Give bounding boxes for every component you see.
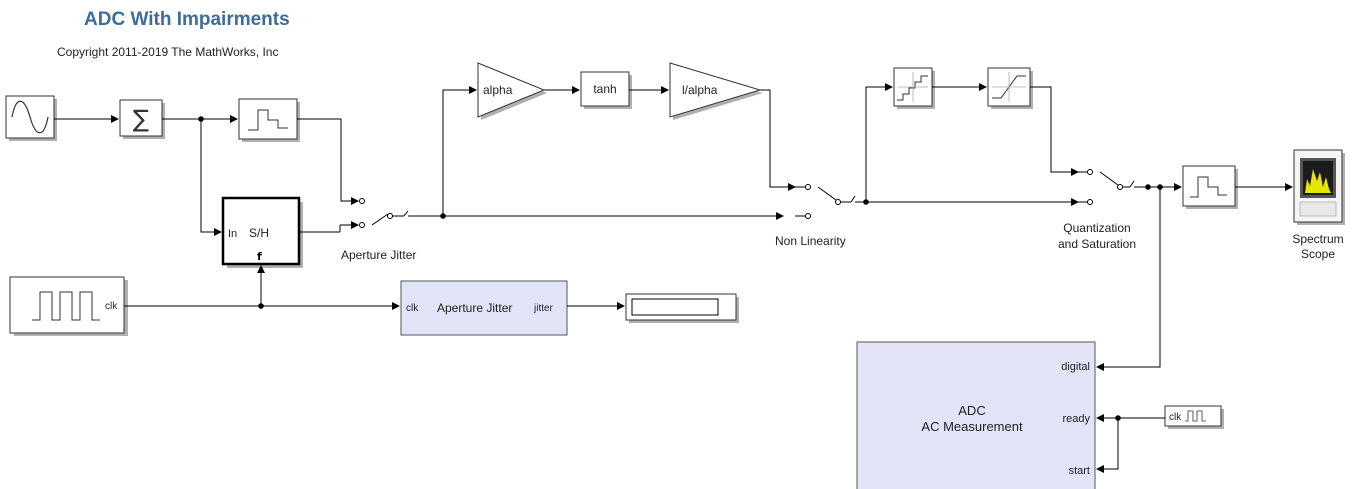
quantization-label-line1: Quantization bbox=[1063, 221, 1130, 235]
acm-port-digital: digital bbox=[1061, 361, 1090, 373]
quantizer-staircase-icon bbox=[897, 75, 928, 101]
non-linearity-switch[interactable] bbox=[805, 184, 856, 219]
clock-source-label: clk bbox=[1169, 412, 1182, 423]
inverse-alpha-gain-block[interactable]: l/alpha bbox=[669, 62, 763, 120]
acm-port-ready: ready bbox=[1062, 413, 1090, 425]
tanh-label: tanh bbox=[593, 82, 616, 96]
aperture-jitter-label: Aperture Jitter bbox=[341, 248, 416, 262]
copyright-note: Copyright 2011-2019 The MathWorks, Inc bbox=[57, 45, 279, 59]
acm-port-start: start bbox=[1069, 465, 1090, 477]
aperture-jitter-subsystem[interactable]: clk Aperture Jitter jitter bbox=[400, 280, 568, 336]
pulse-train-icon bbox=[32, 291, 100, 321]
jitter-display-block[interactable] bbox=[625, 293, 739, 323]
sh-in-port-label: In bbox=[228, 228, 237, 240]
alpha-gain-block[interactable]: alpha bbox=[477, 62, 547, 120]
clock-source-block[interactable]: clk bbox=[1164, 405, 1224, 429]
clock-pulse-icon bbox=[1185, 410, 1206, 422]
zoh-step-icon bbox=[248, 109, 288, 131]
aj-clk-port: clk bbox=[406, 303, 419, 314]
adc-ac-measurement-subsystem[interactable]: ADC AC Measurement digital ready start bbox=[856, 341, 1096, 489]
output-zero-order-hold-block[interactable] bbox=[1182, 165, 1238, 209]
tanh-block[interactable]: tanh bbox=[580, 71, 632, 109]
acm-title-line1: ADC bbox=[958, 403, 985, 418]
sine-wave-source-block[interactable] bbox=[5, 95, 57, 141]
non-linearity-label: Non Linearity bbox=[775, 234, 846, 248]
saturation-block[interactable] bbox=[987, 67, 1033, 109]
aj-subsystem-name: Aperture Jitter bbox=[437, 301, 512, 315]
sum-block[interactable]: ∑ bbox=[119, 99, 165, 139]
spectrum-scope-label-line1: Spectrum bbox=[1292, 232, 1343, 246]
aperture-jitter-switch[interactable] bbox=[359, 198, 409, 228]
spectrum-scope-block[interactable] bbox=[1293, 149, 1345, 225]
quantizer-block[interactable] bbox=[893, 67, 935, 109]
model-title: ADC With Impairments bbox=[84, 9, 290, 30]
quantization-label-line2: and Saturation bbox=[1058, 237, 1136, 251]
alpha-gain-label: alpha bbox=[483, 83, 513, 97]
signal-lines bbox=[54, 83, 1293, 473]
zoh-step-icon-2 bbox=[1190, 176, 1227, 198]
aj-jitter-port: jitter bbox=[533, 303, 554, 314]
spectrum-scope-label-line2: Scope bbox=[1301, 247, 1335, 261]
sh-block-name: S/H bbox=[249, 226, 269, 240]
falling-edge-trigger-icon: f bbox=[257, 250, 262, 263]
sample-and-hold-block[interactable]: In S/H f bbox=[221, 196, 303, 268]
sum-sigma-icon: ∑ bbox=[133, 105, 149, 133]
pulse-clk-label: clk bbox=[105, 301, 118, 312]
acm-title-line2: AC Measurement bbox=[921, 419, 1023, 434]
pulse-generator-block[interactable]: clk bbox=[9, 276, 128, 336]
inverse-alpha-label: l/alpha bbox=[682, 83, 718, 97]
quantization-switch[interactable] bbox=[1087, 169, 1135, 205]
sine-wave-icon bbox=[11, 100, 49, 134]
zero-order-hold-block[interactable] bbox=[238, 98, 300, 142]
spectrum-trace-icon bbox=[1305, 169, 1331, 193]
